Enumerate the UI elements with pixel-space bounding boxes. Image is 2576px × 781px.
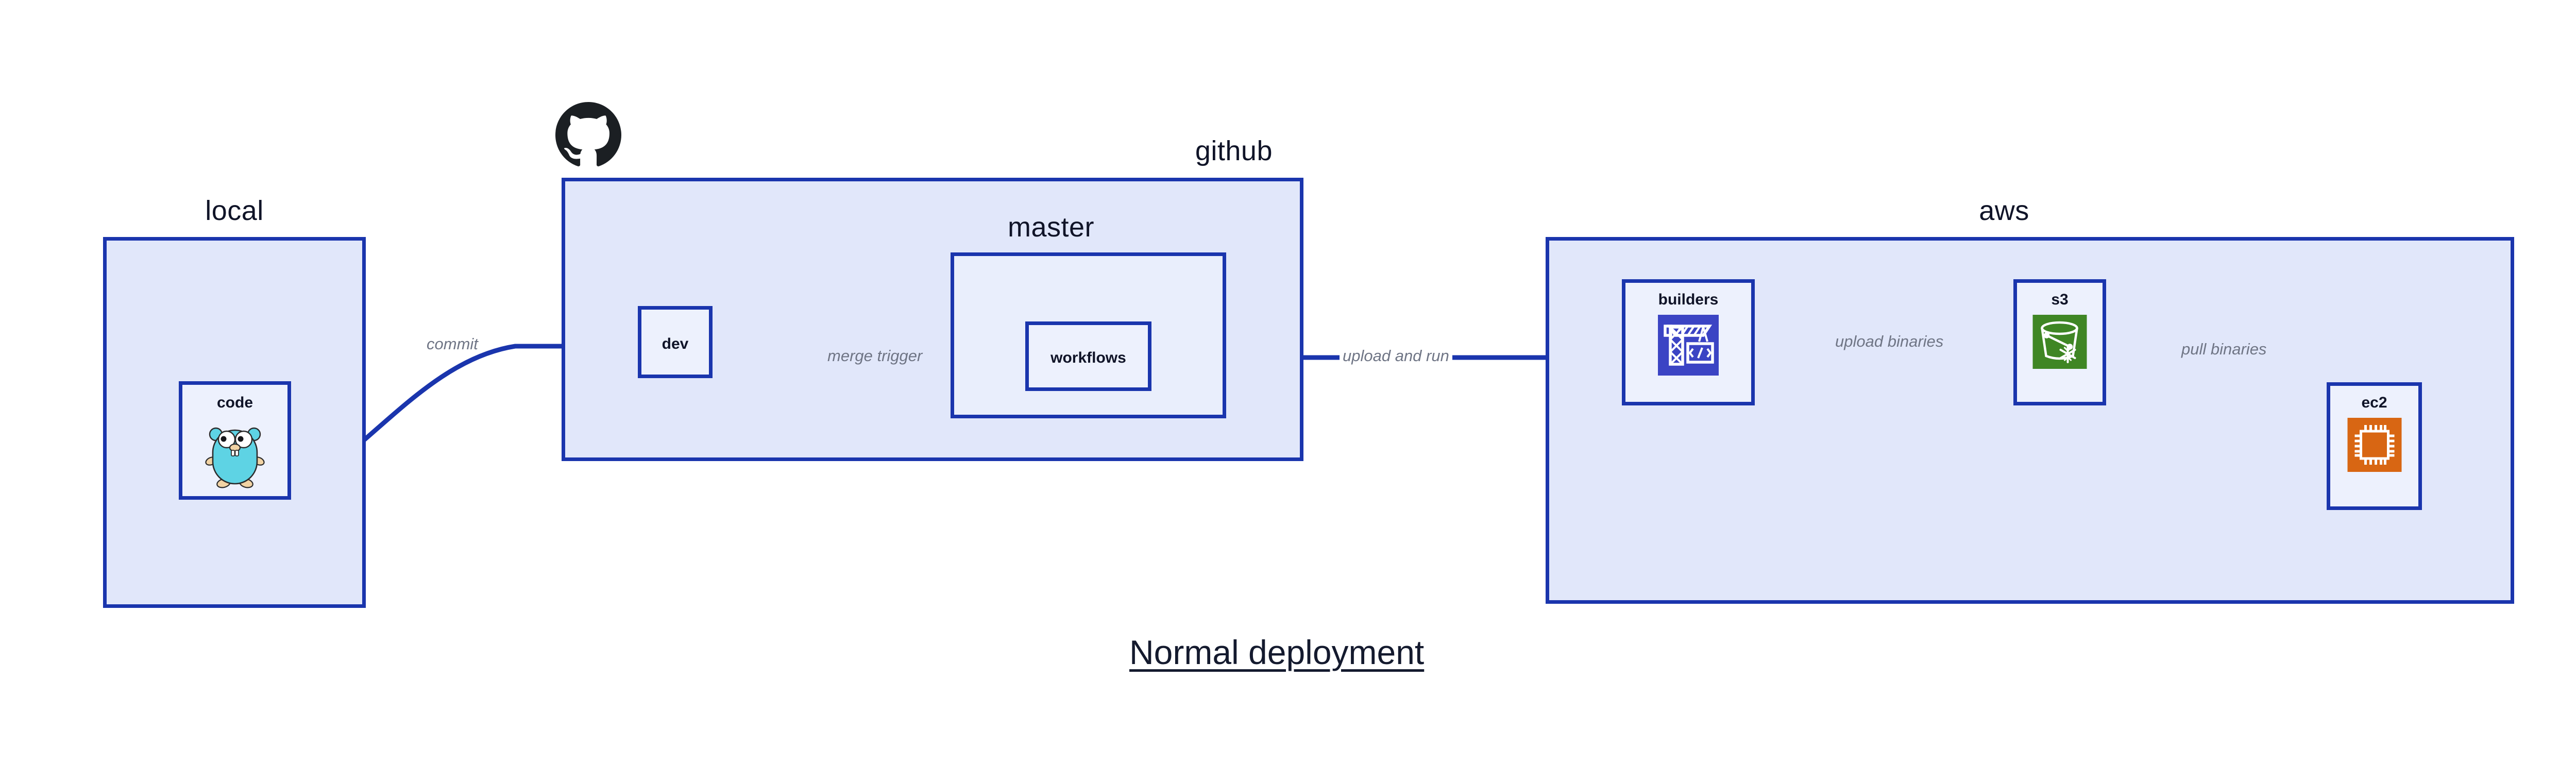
group-label-master: master [1007,212,1095,243]
node-label-builders: builders [1658,291,1719,308]
node-dev[interactable]: dev [638,306,713,378]
group-label-local: local [205,195,264,226]
edge-label-merge-trigger: merge trigger [824,347,926,365]
edge-label-upload-and-run: upload and run [1340,347,1452,365]
node-code[interactable]: code [179,381,291,500]
diagram-title: Normal deployment [1129,633,1425,671]
node-workflows[interactable]: workflows [1025,321,1151,391]
node-label-workflows: workflows [1050,349,1126,366]
edge-label-pull-binaries: pull binaries [2178,340,2270,359]
edge-label-commit: commit [423,335,481,353]
node-label-s3: s3 [2051,291,2069,308]
go-gopher-icon [204,422,266,489]
node-label-ec2: ec2 [2361,394,2387,411]
group-label-aws: aws [1979,195,2029,226]
group-label-github: github [1195,135,1273,166]
aws-crane-icon [1658,315,1719,376]
node-builders[interactable]: builders [1622,279,1755,405]
aws-ec2-chip-icon [2347,418,2401,472]
edge-label-upload-binaries: upload binaries [1832,332,1947,351]
node-s3[interactable]: s3 [2013,279,2106,405]
group-local [103,237,366,608]
node-label-code: code [216,394,253,411]
github-octocat-logo [555,102,621,168]
node-label-dev: dev [662,335,689,352]
node-ec2[interactable]: ec2 [2327,382,2422,510]
aws-s3-bucket-icon [2032,315,2087,369]
